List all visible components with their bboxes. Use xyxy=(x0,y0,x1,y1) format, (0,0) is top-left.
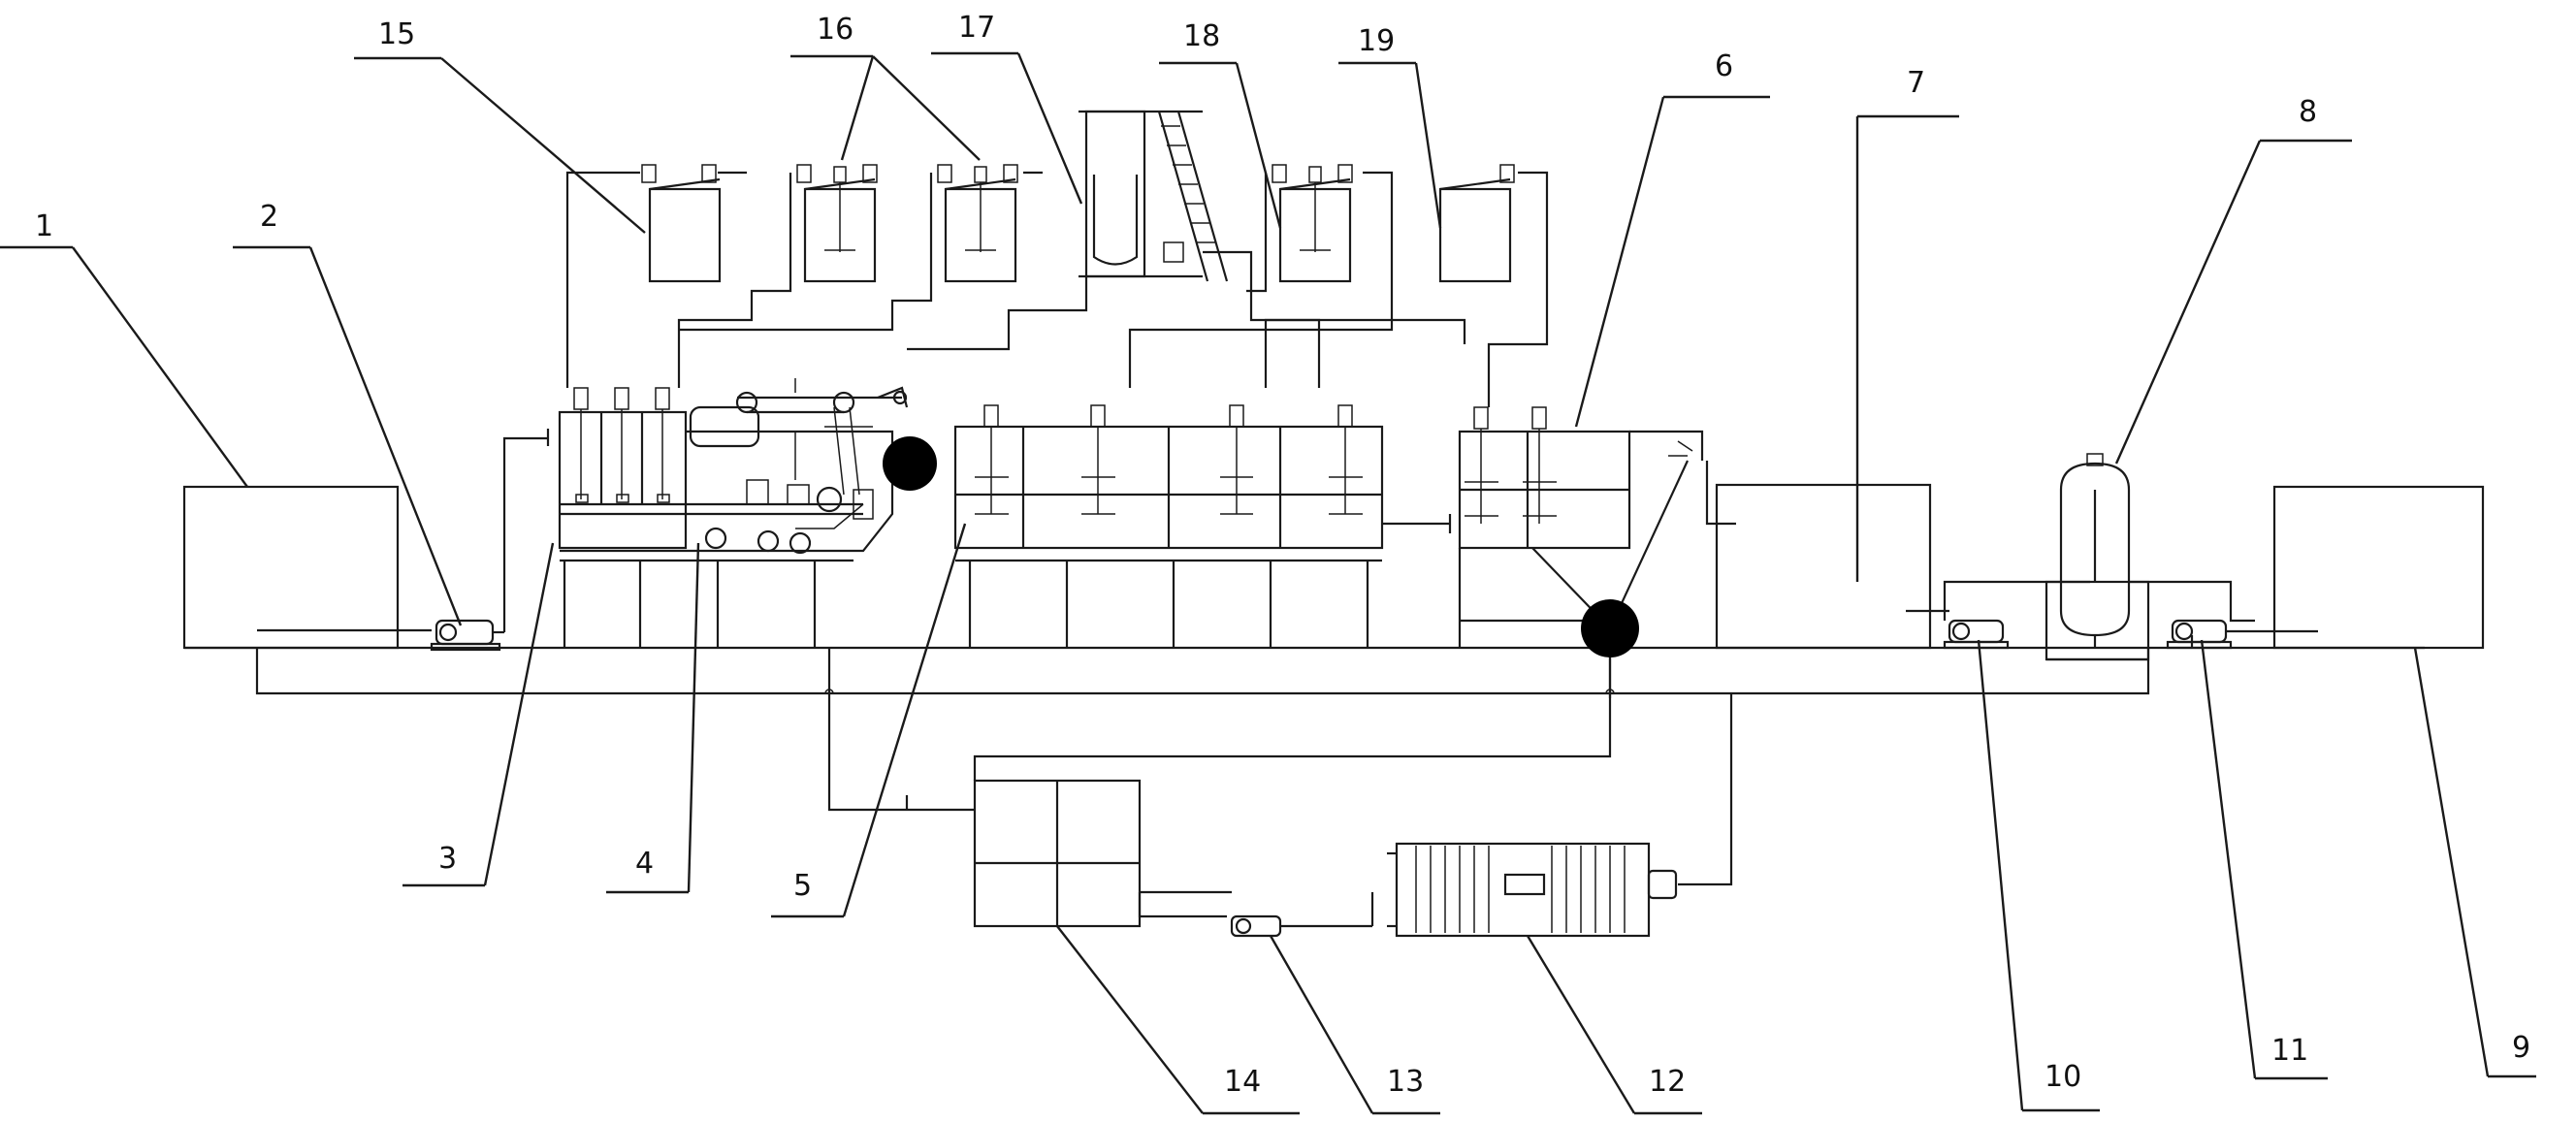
lift-pump xyxy=(430,429,550,652)
label-19: 19 xyxy=(1358,24,1395,58)
dosing-tank-18 xyxy=(1128,164,1394,388)
label-6: 6 xyxy=(1715,49,1733,83)
dosing-tank-17 xyxy=(907,110,1321,388)
label-18: 18 xyxy=(1183,19,1220,53)
dosing-tank-19 xyxy=(1264,164,1549,407)
dosing-tank-16b xyxy=(679,164,1043,332)
raw-water-tank xyxy=(182,485,432,650)
label-9: 9 xyxy=(2512,1031,2530,1065)
label-10: 10 xyxy=(2045,1060,2081,1094)
label-12: 12 xyxy=(1649,1065,1686,1099)
clear-water-tank xyxy=(2272,485,2485,650)
reaction-tank xyxy=(953,404,1452,648)
flotation-unit xyxy=(558,378,937,648)
label-4: 4 xyxy=(635,847,654,881)
label-11: 11 xyxy=(2271,1034,2308,1068)
leader-lines xyxy=(0,51,2536,1115)
dosing-tank-15 xyxy=(565,164,747,388)
label-13: 13 xyxy=(1387,1065,1424,1099)
filter-feed-pump xyxy=(1943,580,2090,650)
header-pipes xyxy=(184,635,2425,918)
label-14: 14 xyxy=(1224,1065,1261,1099)
filter-press xyxy=(1387,842,1678,938)
sedimentation-tank xyxy=(1458,406,1704,698)
clean-water-pump xyxy=(2166,619,2318,650)
label-7: 7 xyxy=(1907,66,1925,100)
sludge-pump xyxy=(1230,892,1374,938)
label-2: 2 xyxy=(260,200,278,234)
label-17: 17 xyxy=(958,11,995,45)
label-3: 3 xyxy=(438,842,457,876)
label-5: 5 xyxy=(793,869,812,903)
filter-column xyxy=(2045,453,2255,661)
sludge-tank xyxy=(973,779,1232,928)
label-1: 1 xyxy=(35,209,53,243)
sludge-ball-1 xyxy=(883,436,937,491)
label-15: 15 xyxy=(378,17,415,51)
label-8: 8 xyxy=(2299,95,2317,129)
number-labels: 1 2 3 4 5 6 7 8 9 10 11 12 13 14 15 16 1… xyxy=(35,11,2530,1099)
intermediate-tank xyxy=(1705,461,1949,650)
dosing-tank-16a xyxy=(677,164,878,388)
label-16: 16 xyxy=(817,13,853,47)
sludge-ball-2 xyxy=(1581,599,1639,657)
